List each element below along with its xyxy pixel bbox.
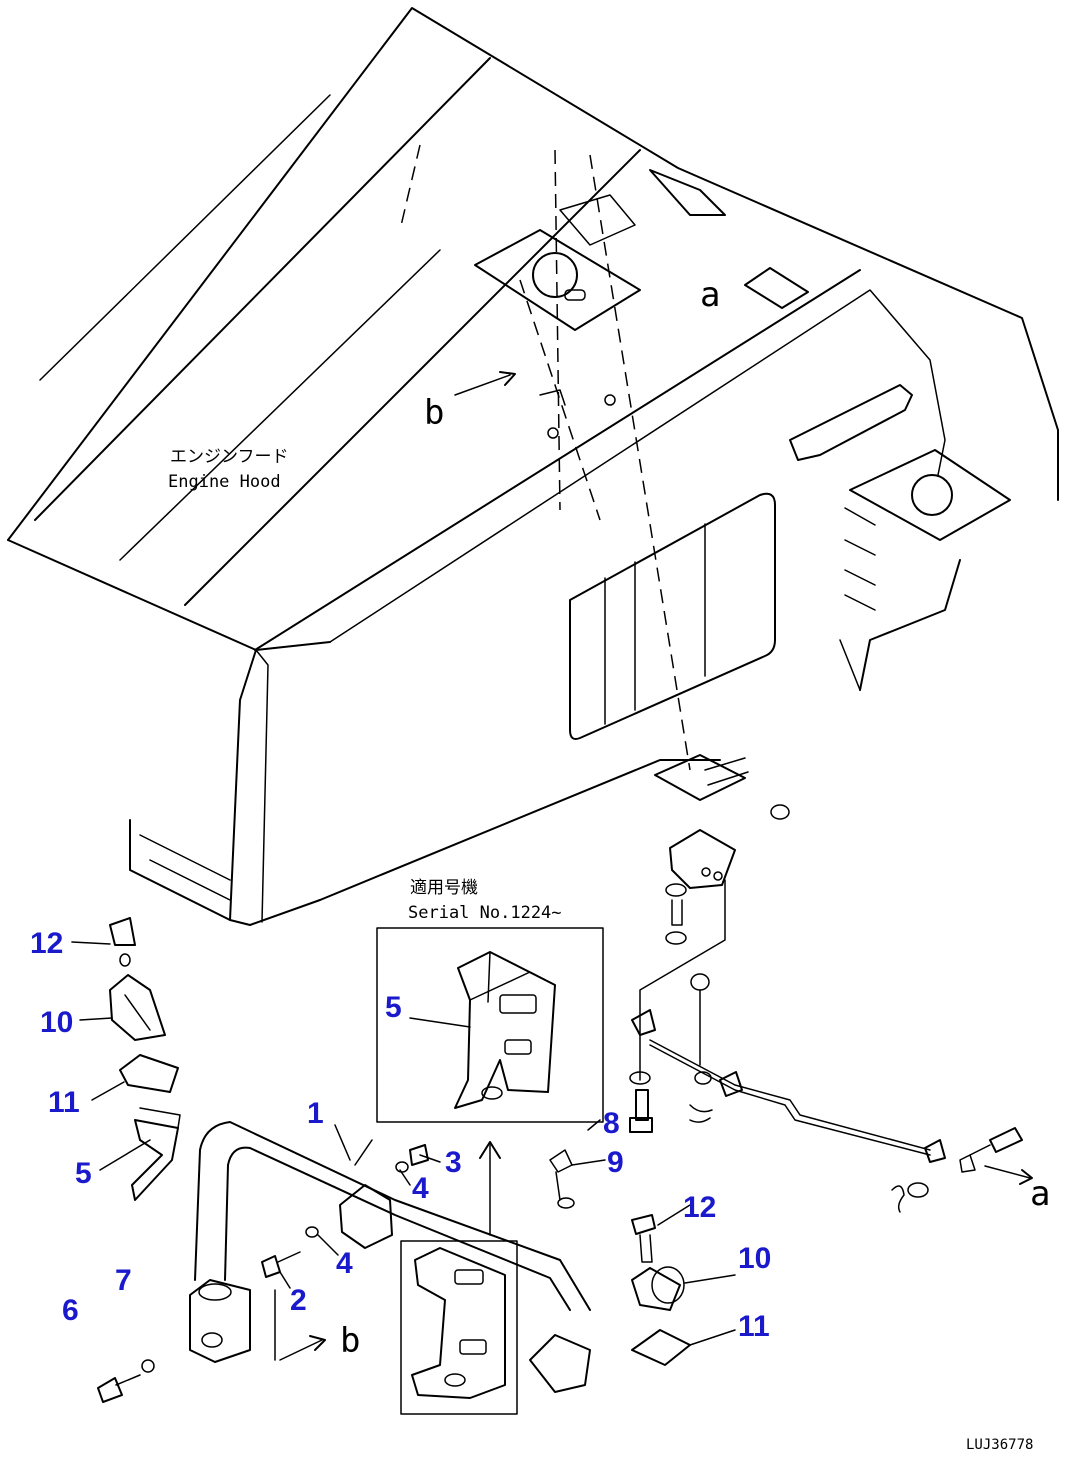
callout-12-left: 12 bbox=[30, 927, 63, 960]
view-marker-b-upper: b bbox=[424, 393, 444, 433]
hood-label-en: Engine Hood bbox=[168, 472, 281, 492]
serial-inset-box bbox=[376, 927, 604, 1123]
callout-12-right: 12 bbox=[683, 1191, 716, 1224]
leader-lines bbox=[71, 941, 736, 1346]
callout-7: 7 bbox=[115, 1264, 132, 1297]
drawing-code: LUJ36778 bbox=[966, 1437, 1033, 1453]
callout-4-lower: 4 bbox=[336, 1247, 353, 1280]
bracket-inset-lower bbox=[411, 1247, 506, 1399]
callout-3: 3 bbox=[445, 1146, 462, 1179]
view-marker-b-lower: b bbox=[340, 1321, 360, 1361]
callout-9: 9 bbox=[607, 1146, 624, 1179]
hood-label-jp: エンジンフード bbox=[170, 447, 289, 467]
callout-10-right: 10 bbox=[738, 1242, 771, 1275]
view-marker-a-lower: a bbox=[1030, 1174, 1050, 1214]
serial-label-jp: 適用号機 bbox=[410, 878, 478, 898]
callout-2: 2 bbox=[290, 1284, 307, 1317]
engine-hood bbox=[7, 7, 1059, 926]
view-marker-a-upper: a bbox=[700, 275, 720, 315]
callout-5-left: 5 bbox=[75, 1157, 92, 1190]
bracket-inset-serial bbox=[454, 951, 556, 1109]
serial-label-en: Serial No.1224~ bbox=[408, 903, 562, 923]
callout-1: 1 bbox=[307, 1097, 324, 1130]
callout-10-left: 10 bbox=[40, 1006, 73, 1039]
latch-assembly bbox=[629, 754, 1033, 1213]
callout-8: 8 bbox=[603, 1107, 620, 1140]
callout-5-inset: 5 bbox=[385, 991, 402, 1024]
callout-11-left: 11 bbox=[48, 1086, 80, 1119]
callout-6: 6 bbox=[62, 1294, 79, 1327]
callout-4-upper: 4 bbox=[412, 1172, 429, 1205]
callout-11-right: 11 bbox=[738, 1310, 770, 1343]
